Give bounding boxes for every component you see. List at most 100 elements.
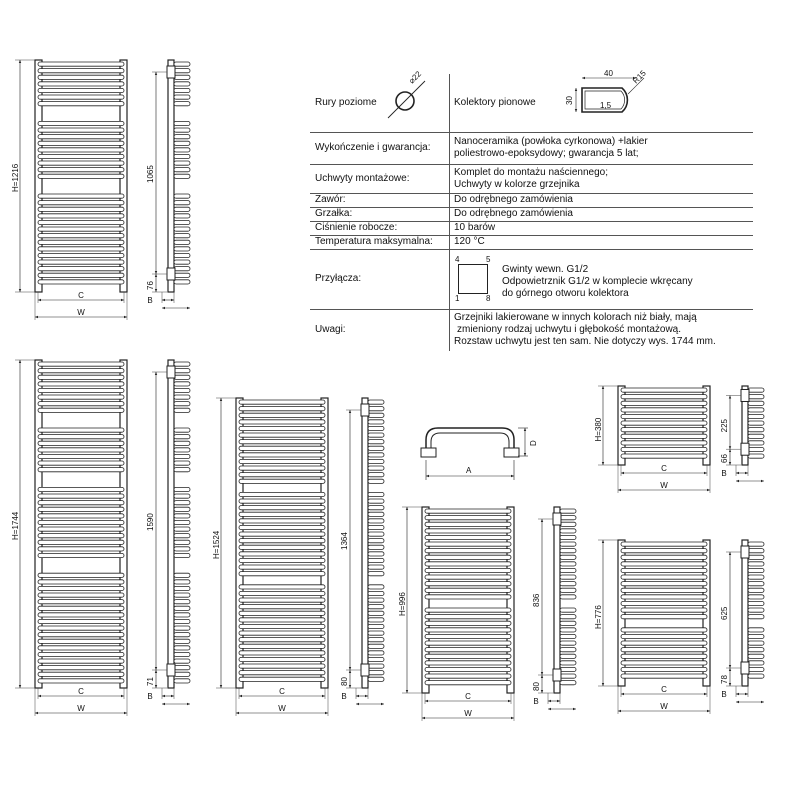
side-tube (173, 374, 191, 380)
horizontal-tube (620, 427, 708, 433)
side-tube (173, 200, 191, 206)
horizontal-tube (37, 127, 125, 133)
side-tube (747, 427, 765, 433)
side-tube (173, 368, 191, 374)
horizontal-tube (620, 387, 708, 393)
bottom-bracket (552, 668, 562, 682)
side-tube (367, 663, 385, 669)
horizontal-tube (37, 506, 125, 512)
side-tube (173, 586, 191, 592)
horizontal-tube (37, 101, 125, 107)
notes-line-1: Grzejniki lakierowane w innych kolorach … (454, 312, 697, 324)
horizontal-tube (37, 434, 125, 440)
side-tube (173, 233, 191, 239)
horizontal-tube (424, 561, 512, 567)
side-tube (173, 513, 191, 519)
side-tube (559, 574, 577, 580)
side-tube (367, 465, 385, 471)
horizontal-tube (37, 513, 125, 519)
mount-spacing-label: 1364 (340, 532, 349, 550)
horizontal-tube (620, 568, 708, 574)
side-tube (173, 645, 191, 651)
top-bracket (740, 545, 750, 559)
horizontal-tube (238, 544, 326, 550)
side-tube (173, 546, 191, 552)
height-label: H=380 (594, 417, 603, 441)
side-tube (747, 568, 765, 574)
side-tube (559, 660, 577, 666)
horizontal-tube (424, 594, 512, 600)
notes-label: Uwagi: (310, 309, 450, 351)
side-tube (559, 554, 577, 560)
horizontal-tube (37, 605, 125, 611)
horizontal-tube (620, 587, 708, 593)
horizontal-tube (37, 134, 125, 140)
b-label: B (341, 692, 346, 701)
side-tube (747, 387, 765, 393)
horizontal-tube (238, 643, 326, 649)
horizontal-tube (37, 546, 125, 552)
pressure-label: Ciśnienie robocze: (310, 221, 450, 236)
side-tube (173, 272, 191, 278)
side-tube (559, 581, 577, 587)
horizontal-tube (37, 94, 125, 100)
horizontal-tube (620, 667, 708, 673)
side-tube (173, 387, 191, 393)
horizontal-tube (620, 420, 708, 426)
finish-line-2: poliestrowo-epoksydowy; gwarancja 5 lat; (454, 148, 639, 159)
side-tube (367, 525, 385, 531)
horizontal-tube (37, 467, 125, 473)
top-bracket (740, 388, 750, 402)
specification-table: Rury poziome Kolektory pionowe Wykończen… (310, 74, 753, 351)
top-bar-detail: A D (420, 427, 538, 480)
horizontal-tube (424, 568, 512, 574)
side-tube (173, 127, 191, 133)
side-tube (559, 594, 577, 600)
horizontal-tube (238, 439, 326, 445)
horizontal-tube (238, 610, 326, 616)
horizontal-tube (238, 531, 326, 537)
horizontal-tube (424, 627, 512, 633)
side-tube (173, 68, 191, 74)
side-tube (173, 460, 191, 466)
side-tube (173, 572, 191, 578)
w-label: W (77, 308, 85, 317)
horizontal-tube (37, 539, 125, 545)
side-tube (173, 638, 191, 644)
side-tube (173, 153, 191, 159)
horizontal-tube (238, 670, 326, 676)
side-tube (173, 88, 191, 94)
valve-row: Zawór: Do odrębnego zamówienia (310, 193, 753, 208)
finish-label: Wykończenie i gwarancja: (310, 132, 450, 165)
horizontal-tube (238, 630, 326, 636)
side-tube (747, 433, 765, 439)
bottom-offset-label: 76 (146, 281, 155, 290)
side-tube (367, 505, 385, 511)
horizontal-tube (620, 647, 708, 653)
horizontal-tube (37, 239, 125, 245)
horizontal-tube (37, 625, 125, 631)
horizontal-tube (37, 553, 125, 559)
finish-line-1: Nanoceramika (powłoka cyrkonowa) +lakier (454, 136, 648, 147)
tube-row: Rury poziome Kolektory pionowe (310, 74, 753, 133)
horizontal-tube (424, 614, 512, 620)
top-bracket (360, 403, 370, 417)
heater-row: Grzałka: Do odrębnego zamówienia (310, 207, 753, 222)
side-tube (173, 193, 191, 199)
side-tube (173, 401, 191, 407)
horizontal-tube (37, 586, 125, 592)
connections-line-2: Odpowietrznik G1/2 w komplecie wkręcany (502, 276, 693, 287)
side-tube (367, 564, 385, 570)
side-tube (173, 147, 191, 153)
max-temp-value: 120 °C (449, 235, 753, 250)
side-collector (167, 59, 175, 293)
horizontal-tube (620, 400, 708, 406)
side-tube (747, 667, 765, 673)
horizontal-tube (37, 632, 125, 638)
side-tube (367, 610, 385, 616)
horizontal-tube (37, 453, 125, 459)
bottom-bracket (166, 267, 176, 281)
side-tube (173, 61, 191, 67)
